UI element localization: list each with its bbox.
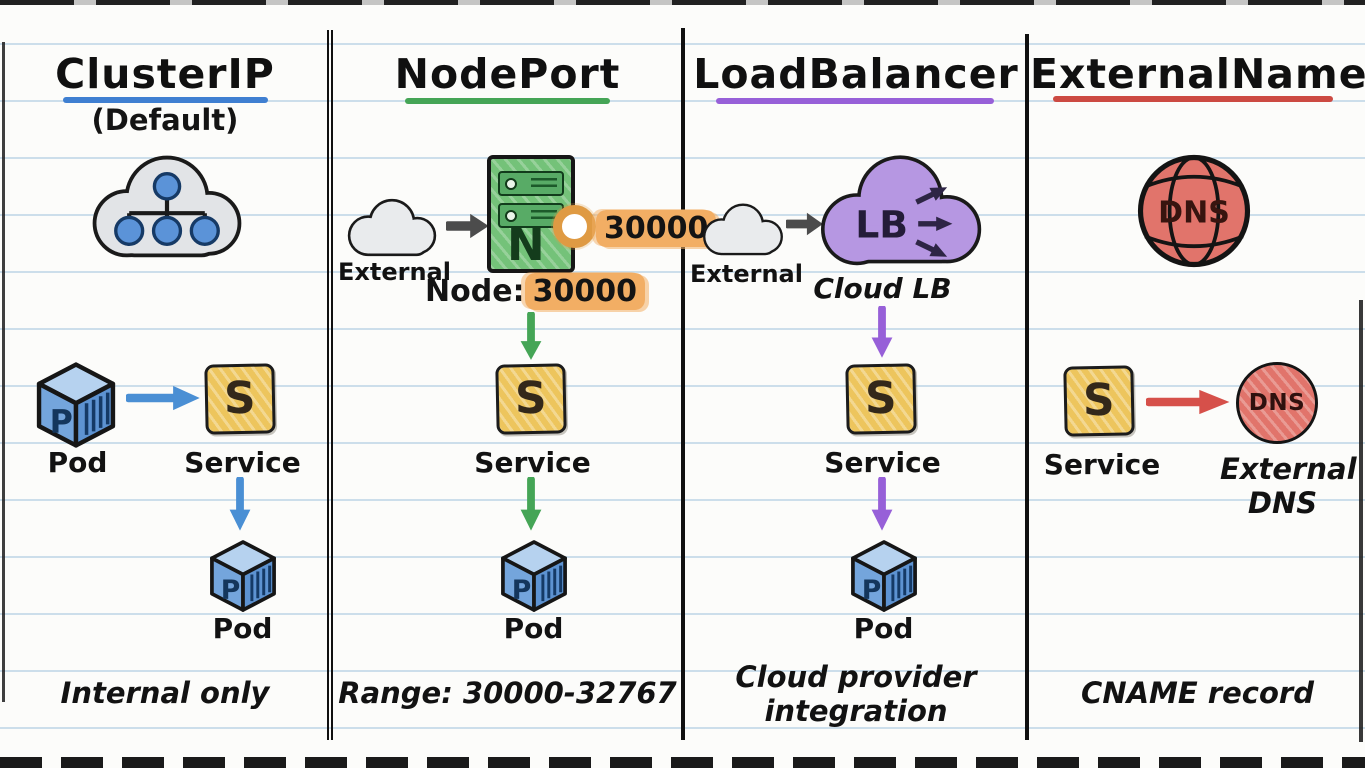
svg-text:P: P	[862, 575, 882, 606]
service-label: Service	[1043, 448, 1161, 481]
port-badge: 30000	[596, 210, 717, 247]
svg-text:LB: LB	[855, 202, 908, 246]
pod-label: Pod	[503, 612, 564, 645]
lb-cloud-icon: LB	[821, 155, 982, 266]
service-icon: S	[1063, 365, 1135, 437]
service-label: Service	[474, 446, 591, 479]
pod-cube-icon: P	[210, 540, 276, 612]
nodeport-footer: Range: 30000-32767	[338, 676, 677, 710]
nodeport-title: NodePort	[394, 50, 621, 98]
bottom-page-edge	[0, 757, 1365, 768]
loadbalancer-footer-line2: integration	[764, 694, 948, 728]
service-to-pod-arrow	[518, 477, 544, 533]
slat-dot	[505, 209, 517, 222]
service-letter: S	[224, 372, 256, 425]
pod-label: Pod	[47, 446, 108, 479]
service-letter: S	[1083, 374, 1115, 427]
externalname-title: ExternalName	[1030, 50, 1365, 98]
node-caption-port: 30000	[524, 273, 645, 310]
node-caption-prefix: Node:	[425, 274, 525, 309]
port-ring-icon	[553, 205, 596, 248]
right-page-edge	[1359, 300, 1363, 742]
slat-lines	[531, 210, 557, 221]
svg-text:P: P	[221, 575, 241, 606]
loadbalancer-underline	[716, 98, 994, 104]
external-to-lb-arrow	[786, 212, 824, 236]
lb-to-service-arrow	[869, 306, 895, 360]
pod-label: Pod	[853, 612, 914, 645]
dns-globe-icon: DNS	[1137, 154, 1251, 268]
clusterip-footer: Internal only	[60, 676, 270, 710]
service-icon: S	[845, 363, 917, 435]
external-to-node-arrow	[446, 213, 490, 239]
clusterip-subtitle: (Default)	[91, 103, 239, 137]
pod-cube-icon: P	[36, 362, 116, 448]
cloud-lb-label: Cloud LB	[813, 272, 952, 305]
slat-lines	[531, 178, 557, 189]
column-separator-3	[1025, 34, 1029, 740]
pod-label: Pod	[212, 612, 273, 645]
external-label: External	[338, 258, 451, 286]
service-label: Service	[184, 446, 301, 479]
dns-label: DNS	[1248, 390, 1306, 416]
top-page-edge	[0, 0, 1365, 5]
service-letter: S	[865, 372, 897, 425]
service-to-pod-arrow	[227, 477, 253, 533]
node-server-icon: N	[487, 155, 575, 273]
pod-cube-icon: P	[501, 540, 567, 612]
column-separator-2	[681, 28, 685, 740]
svg-text:DNS: DNS	[1158, 195, 1230, 230]
external-cloud-icon	[703, 203, 783, 256]
pod-cube-icon: P	[851, 540, 917, 612]
service-label: Service	[824, 446, 941, 479]
server-slat	[498, 171, 564, 196]
external-dns-icon: DNS	[1236, 362, 1318, 444]
node-letter: N	[507, 217, 545, 271]
externalname-footer: CNAME record	[1081, 676, 1314, 710]
loadbalancer-footer-line1: Cloud provider	[735, 660, 977, 694]
service-to-pod-arrow	[869, 477, 895, 533]
node-port-caption: Node:30000	[390, 273, 680, 310]
loadbalancer-title: LoadBalancer	[693, 50, 1019, 98]
svg-text:P: P	[50, 404, 73, 440]
external-cloud-icon	[347, 198, 437, 257]
nodeport-underline	[405, 98, 610, 104]
external-label: External	[690, 260, 803, 288]
left-page-edge	[2, 42, 5, 702]
service-icon: S	[204, 363, 276, 435]
service-icon: S	[495, 363, 567, 435]
clusterip-underline	[63, 97, 268, 103]
node-to-service-arrow	[518, 312, 544, 362]
slat-dot	[505, 177, 517, 190]
clusterip-title: ClusterIP	[55, 50, 275, 98]
external-dns-caption-line2: DNS	[1247, 486, 1318, 520]
pod-to-service-arrow	[126, 384, 202, 412]
cluster-cloud-icon	[92, 155, 242, 258]
service-letter: S	[515, 372, 547, 425]
externalname-underline	[1053, 96, 1333, 102]
external-dns-caption-line1: External	[1220, 452, 1357, 486]
service-to-dns-arrow	[1146, 388, 1232, 416]
svg-text:P: P	[512, 575, 532, 606]
column-separator-1	[327, 30, 333, 740]
